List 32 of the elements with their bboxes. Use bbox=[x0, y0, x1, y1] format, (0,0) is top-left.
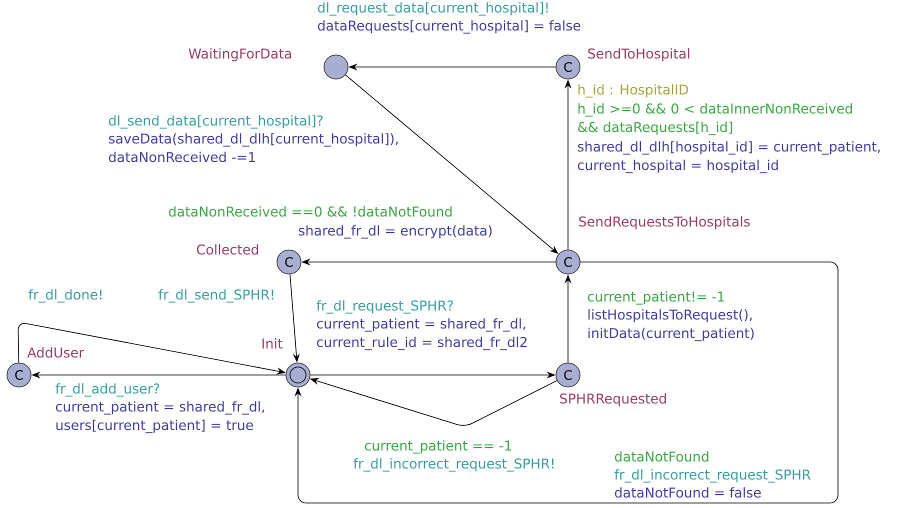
location-name: SendToHospital bbox=[588, 48, 690, 62]
location-name: Collected bbox=[196, 244, 258, 255]
update-text: saveData(shared_dl_dlh[current_hospital]), dataNonReceived -=1 bbox=[108, 133, 398, 162]
location-name: SPHRRequested bbox=[560, 393, 666, 406]
location-circle bbox=[324, 54, 348, 80]
sync-text: fr_dl_incorrect_request_SPHR bbox=[614, 469, 811, 483]
edge-label: dl_send_data[current_hospital]? bbox=[108, 115, 323, 129]
edge-label: fr_dl_send_SPHR! bbox=[158, 289, 274, 303]
update-text: shared_dl_dlh[hospital_id] = current_patient, current_hospital = hospital_id bbox=[578, 141, 880, 174]
arrow bbox=[294, 262, 838, 504]
edge-label: fr_dl_done! bbox=[28, 289, 102, 303]
guard-text: h_id >=0 && 0 < dataInnerNonReceived && dataRequests[h_id] bbox=[578, 103, 852, 136]
edge-label: fr_dl_add_user? bbox=[56, 383, 160, 397]
edge-label: dataNotFound bbox=[614, 451, 708, 462]
update-text: dataNotFound = false bbox=[614, 487, 761, 498]
edge-label: fr_dl_request_SPHR? bbox=[316, 300, 453, 314]
edge-label: dataNonReceived ==0 && !dataNotFound bbox=[168, 206, 452, 217]
update-text: current_patient = shared_fr_dl, current_rule_id = shared_fr_dl2 bbox=[316, 318, 527, 350]
location-name: AddUser bbox=[27, 347, 84, 358]
update-text: dataRequests[current_hospital] = false bbox=[318, 20, 580, 34]
edge-label: current_patient!= -1 bbox=[588, 291, 724, 305]
location-name: Init bbox=[262, 338, 282, 348]
edge-label: current_patient == -1 bbox=[364, 440, 512, 454]
update-text: listHospitalsToRequest(), initData(current_patient) bbox=[588, 309, 754, 342]
location-name: WaitingForData bbox=[188, 48, 291, 62]
location-name: SendRequestsToHospitals bbox=[579, 216, 750, 230]
update-text: shared_fr_dl = encrypt(data) bbox=[298, 225, 492, 239]
update-text: current_patient = shared_fr_dl, users[current_patient] = true bbox=[56, 401, 264, 434]
sync-text: fr_dl_incorrect_request_SPHR! bbox=[354, 458, 554, 472]
edge-label: dl_request_data[current_hospital]! bbox=[318, 2, 548, 16]
edge-label: h_id : HospitalID bbox=[578, 84, 688, 98]
initial-location-circle bbox=[286, 362, 310, 388]
